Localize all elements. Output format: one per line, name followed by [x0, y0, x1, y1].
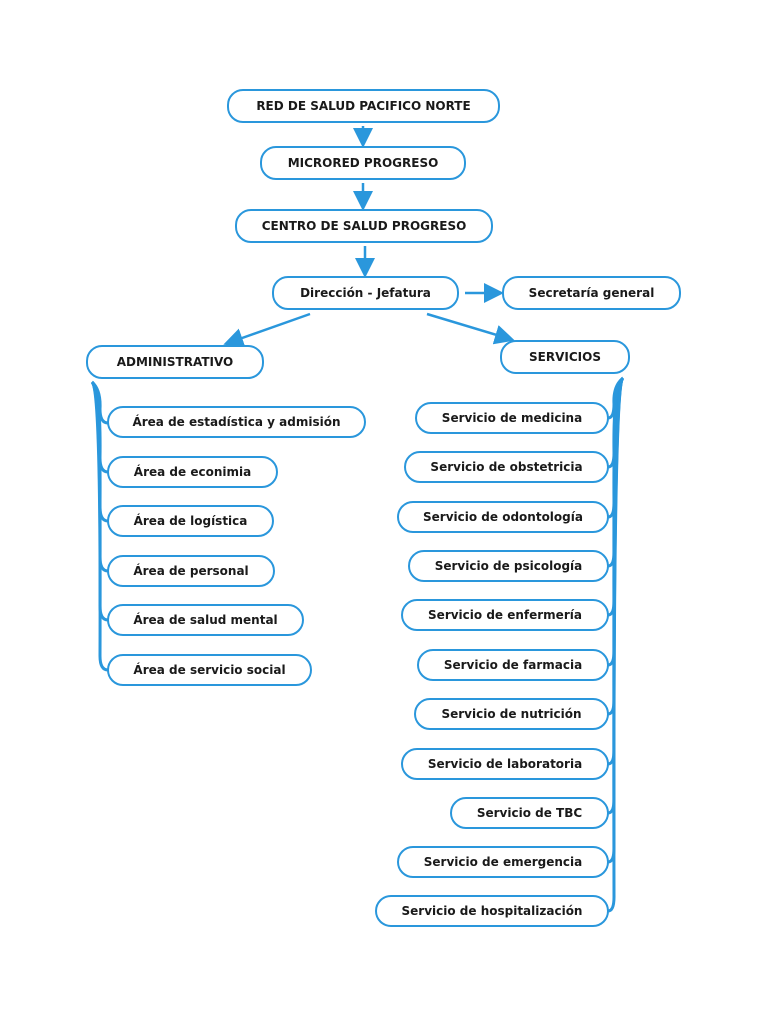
- admin-item: Área de personal: [107, 555, 275, 587]
- servicio-item: Servicio de nutrición: [414, 698, 609, 730]
- admin-item: Área de econimia: [107, 456, 278, 488]
- node-red-salud: RED DE SALUD PACIFICO NORTE: [227, 89, 500, 123]
- servicio-item: Servicio de emergencia: [397, 846, 609, 878]
- node-direccion: Dirección - Jefatura: [272, 276, 459, 310]
- admin-bracket: [90, 380, 109, 672]
- admin-item: Área de logística: [107, 505, 274, 537]
- node-secretaria: Secretaría general: [502, 276, 681, 310]
- servicios-bracket: [607, 376, 625, 913]
- servicio-item: Servicio de obstetricia: [404, 451, 609, 483]
- admin-item: Área de salud mental: [107, 604, 304, 636]
- node-servicios: SERVICIOS: [500, 340, 630, 374]
- servicio-item: Servicio de psicología: [408, 550, 609, 582]
- servicio-item: Servicio de TBC: [450, 797, 609, 829]
- arrow-direccion-servicios: [426, 312, 515, 345]
- servicio-item: Servicio de medicina: [415, 402, 609, 434]
- servicio-item: Servicio de odontología: [397, 501, 609, 533]
- servicio-item: Servicio de laboratoria: [401, 748, 609, 780]
- node-microred: MICRORED PROGRESO: [260, 146, 466, 180]
- admin-item: Área de estadística y admisión: [107, 406, 366, 438]
- arrow-direccion-admin: [223, 312, 311, 348]
- admin-item: Área de servicio social: [107, 654, 312, 686]
- servicio-item: Servicio de enfermería: [401, 599, 609, 631]
- servicio-item: Servicio de hospitalización: [375, 895, 609, 927]
- node-centro-salud: CENTRO DE SALUD PROGRESO: [235, 209, 493, 243]
- node-administrativo: ADMINISTRATIVO: [86, 345, 264, 379]
- servicio-item: Servicio de farmacia: [417, 649, 609, 681]
